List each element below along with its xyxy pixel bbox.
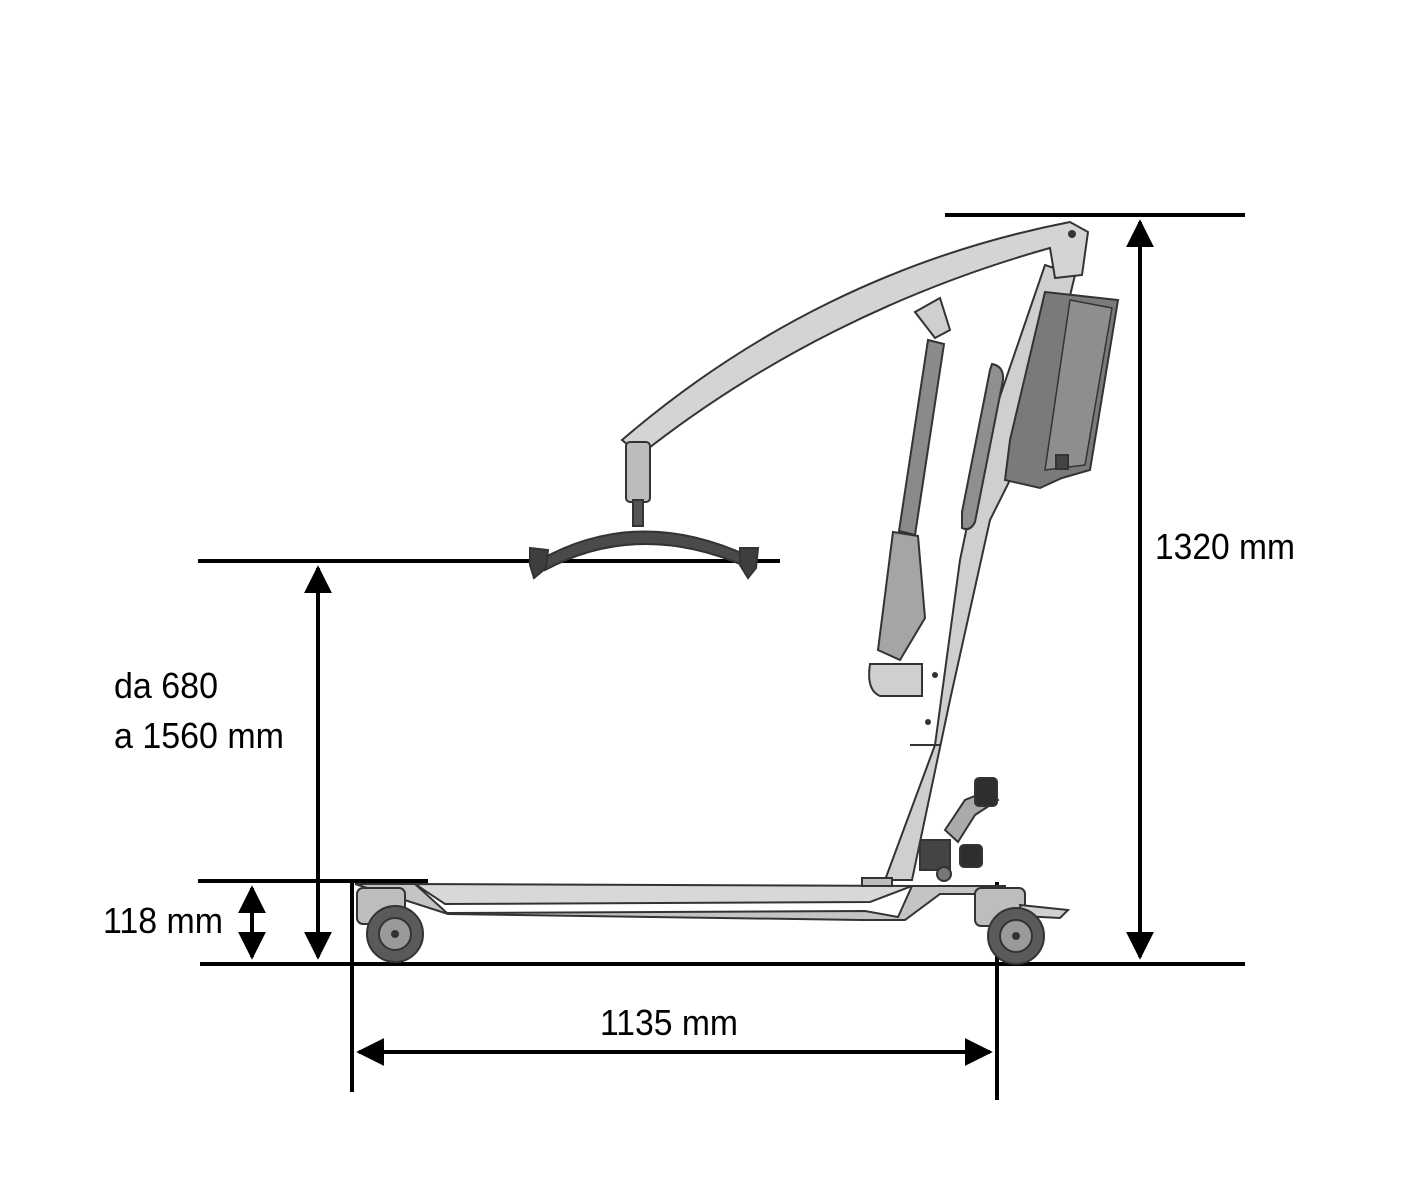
- actuator-bracket: [913, 296, 952, 340]
- battery-connector: [1055, 454, 1069, 470]
- boom-pivot-bolt: [1068, 230, 1076, 238]
- actuator-rod: [897, 338, 946, 537]
- spreader-knob: [936, 866, 952, 882]
- front-wheel-axle: [391, 930, 399, 938]
- spreader-bar-arc: [538, 530, 750, 572]
- spreader-mechanism: [919, 777, 1000, 882]
- mast-bolt-2: [925, 719, 931, 725]
- mast-foot: [861, 877, 893, 887]
- patient-lift: [354, 220, 1120, 965]
- base-chassis: [354, 882, 1006, 921]
- right-hook: [739, 547, 760, 580]
- swivel-link: [625, 441, 651, 503]
- base-leg-top: [411, 882, 913, 906]
- actuator-body: [876, 530, 927, 662]
- swivel-stem: [632, 499, 644, 527]
- battery-box-face: [1044, 299, 1113, 471]
- spreader-handle-grip-top: [974, 777, 998, 807]
- rear-wheel-axle: [1012, 932, 1020, 940]
- left-hook: [529, 546, 550, 580]
- boom: [620, 220, 1090, 457]
- spreader-handle-grip-bottom: [959, 844, 983, 868]
- lift-range-label-line-1: da 680: [114, 665, 218, 706]
- spreader-spring: [919, 839, 951, 871]
- rear-caster: [974, 887, 1071, 965]
- spreader-bar: [529, 530, 760, 580]
- push-handle: [961, 362, 1005, 531]
- dimension-labels: 1320 mm da 680 a 1560 mm 118 mm 1135 mm: [103, 526, 1295, 1043]
- actuator-mount: [868, 663, 923, 697]
- dimension-arrows: [238, 219, 1154, 1066]
- base-leg: [354, 883, 1006, 921]
- base-height-label: 118 mm: [103, 900, 223, 941]
- base-length-label: 1135 mm: [600, 1002, 738, 1043]
- lift-range-label-line-2: a 1560 mm: [114, 715, 284, 756]
- hanger-swivel: [625, 441, 651, 527]
- mast-bolt-1: [932, 672, 938, 678]
- front-caster: [356, 887, 424, 963]
- total-height-label: 1320 mm: [1155, 526, 1295, 567]
